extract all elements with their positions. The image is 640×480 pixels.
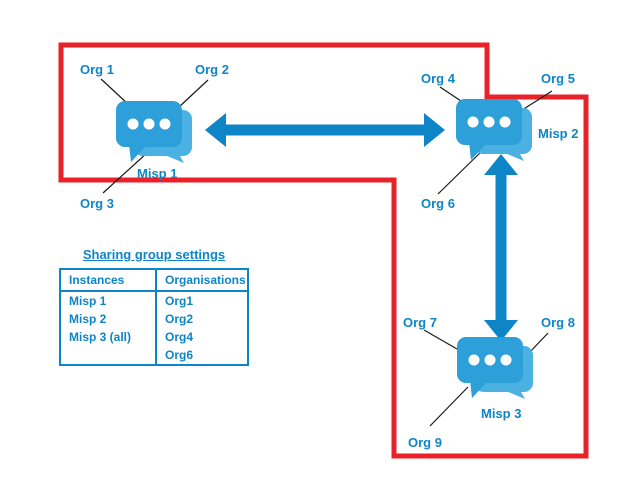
instance-cell (60, 346, 157, 365)
org6-connector-line (437, 148, 485, 195)
table-row: Org6 (60, 346, 248, 365)
col-header-organisations: Organisations (156, 269, 248, 292)
org-cell: Org6 (165, 348, 194, 362)
org7-connector-line (423, 329, 458, 350)
misp3-chat-icon (457, 337, 533, 399)
org9-connector-line (429, 386, 469, 427)
label-misp3: Misp 3 (481, 406, 522, 421)
table-row: Misp 2 Org2 (60, 310, 248, 328)
sharing-group-table: Instances Organisations Misp 1 Org1 Misp… (59, 268, 249, 366)
label-org5: Org 5 (541, 71, 575, 86)
sharing-group-boundary (58, 42, 589, 459)
label-org2: Org 2 (195, 62, 229, 77)
org8-connector-line (529, 332, 549, 353)
label-org6: Org 6 (421, 196, 455, 211)
sharing-group-settings-title: Sharing group settings (82, 247, 226, 262)
misp1-misp2-sync-arrow (205, 113, 445, 147)
misp2-misp3-sync-arrow (484, 154, 518, 341)
table-row: Misp 3 (all) Org4 (60, 328, 248, 346)
org4-connector-line (439, 86, 462, 102)
label-misp1: Misp 1 (137, 166, 178, 181)
label-org8: Org 8 (541, 315, 575, 330)
col-header-instances: Instances (60, 269, 157, 292)
label-org7: Org 7 (403, 315, 437, 330)
misp2-chat-icon (456, 99, 532, 161)
sharing-group-settings: Sharing group settings Instances Organis… (59, 247, 249, 366)
table-row: Misp 1 Org1 (60, 291, 248, 310)
label-misp2: Misp 2 (538, 126, 579, 141)
org1-connector-line (100, 78, 129, 105)
org-cell: Org4 (165, 330, 194, 344)
label-org1: Org 1 (80, 62, 114, 77)
org-cell: Org1 (165, 294, 194, 308)
org2-connector-line (178, 79, 209, 108)
label-org3: Org 3 (80, 196, 114, 211)
label-org9: Org 9 (408, 435, 442, 450)
instance-cell: Misp 1 (60, 291, 157, 310)
label-org4: Org 4 (421, 71, 455, 86)
misp1-chat-icon (116, 101, 192, 163)
instance-cell: Misp 2 (60, 310, 157, 328)
org3-connector-line (102, 151, 149, 194)
table-header-row: Instances Organisations (60, 269, 248, 292)
org-cell: Org2 (165, 312, 194, 326)
instance-cell: Misp 3 (all) (60, 328, 157, 346)
